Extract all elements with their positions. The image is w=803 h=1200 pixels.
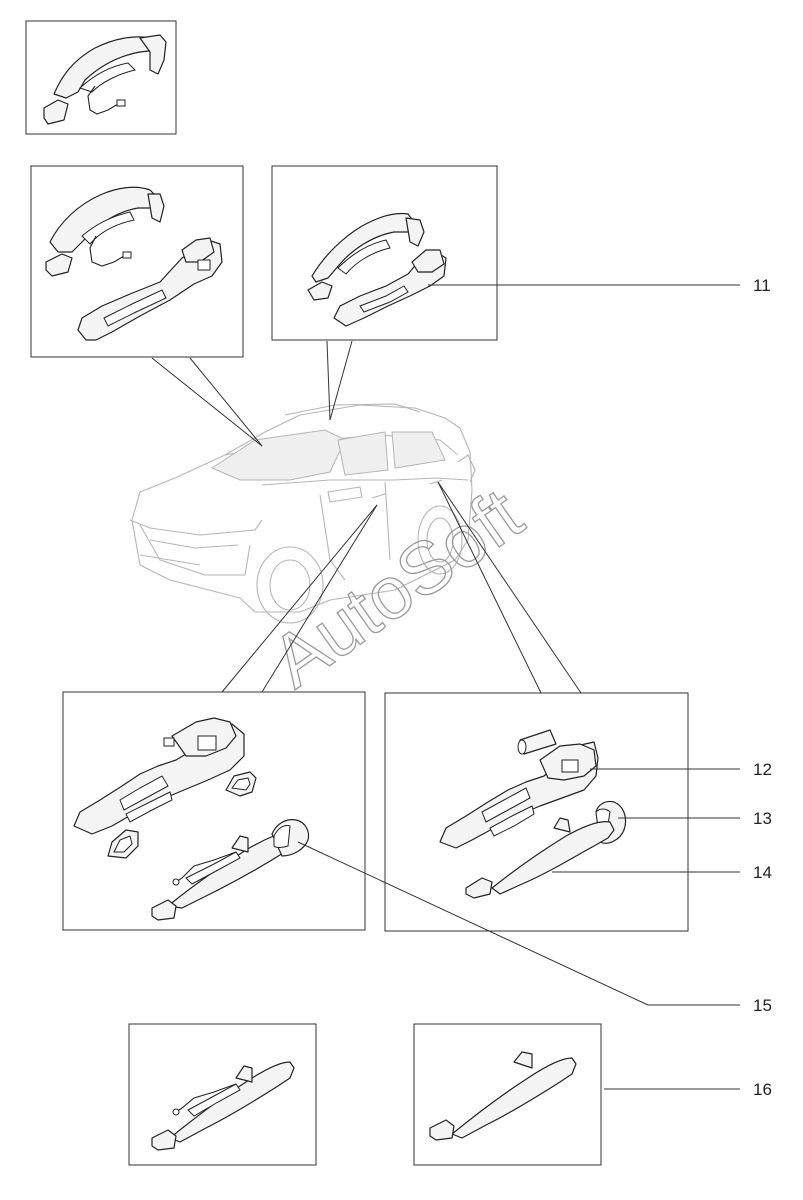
callout-13: 13 [753,809,772,828]
callout-16: 16 [753,1080,772,1099]
detail-frame-driver-handle-assy [30,165,244,358]
callout-15: 15 [753,996,772,1015]
leader-lines [151,340,582,694]
handle-frame-bracket-part [77,237,223,341]
detail-frame-front-handle-exploded [62,691,366,931]
detail-frame-top-small [25,20,177,135]
gasket-rear-part [225,771,257,797]
outer-door-handle-part [45,186,165,277]
detail-frame-rear-handle-exploded [384,692,689,932]
callout-12: 12 [753,760,772,779]
watermark-text: AutoSoft [257,472,537,703]
handle-frame-bracket-part [333,249,447,327]
callout-labels: 11 12 13 14 15 16 [753,276,772,1099]
outer-door-handle-part [465,817,615,899]
vehicle-outline [129,403,476,624]
detail-frame-handle-variant [271,165,498,341]
outer-door-handle-sensor-part [151,1061,295,1151]
outer-door-handle-part [43,34,167,125]
handle-frame-bracket-part [439,729,599,849]
gasket-front-part [107,829,139,859]
detail-frame-handle-with-sensor [128,1023,317,1166]
outer-door-handle-part [429,1051,577,1141]
callout-leaders [297,284,740,1090]
detail-frame-handle-plain [413,1023,602,1166]
outer-door-handle-part [307,212,425,301]
end-cap-part [271,819,310,857]
callout-11: 11 [753,276,771,295]
handle-frame-bracket-part [73,717,245,835]
callout-14: 14 [753,863,772,882]
